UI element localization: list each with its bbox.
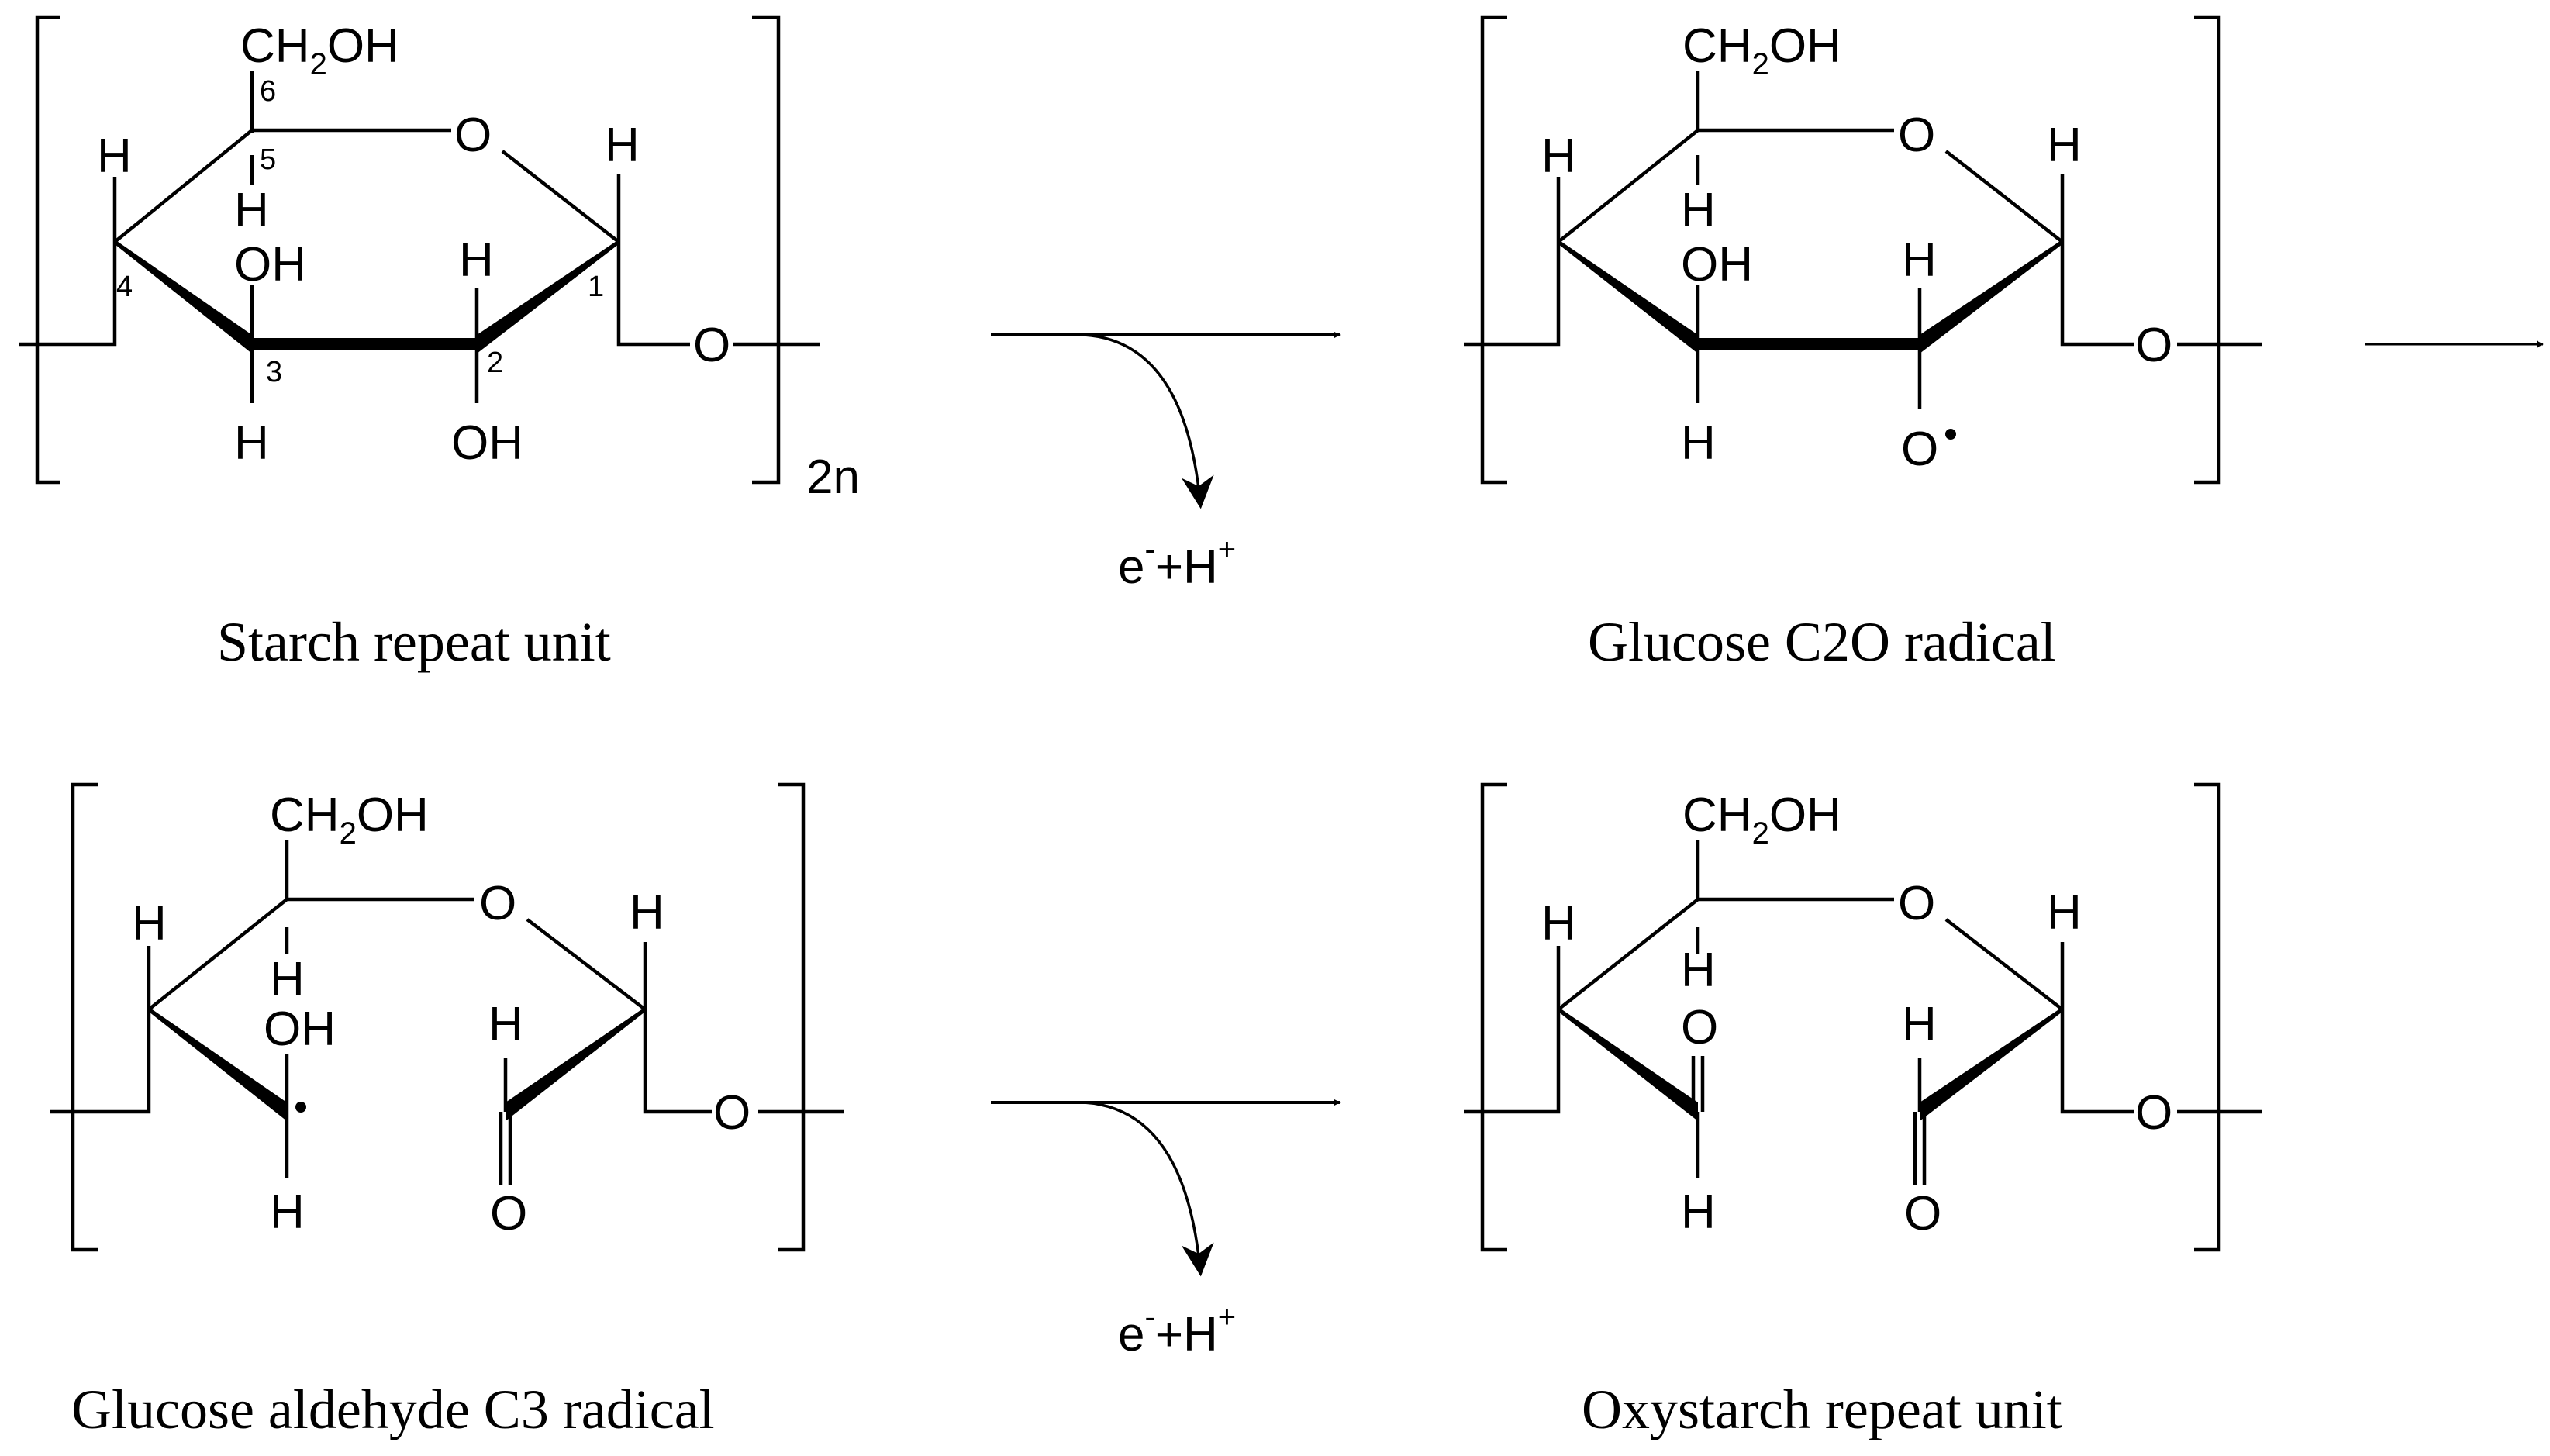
- bond-line: [50, 1009, 151, 1114]
- position-6: 6: [260, 75, 276, 108]
- repeat-index: 2n: [806, 450, 860, 504]
- bond-line: [1480, 15, 1507, 485]
- bond-line: [19, 242, 117, 347]
- hydroxymethyl-group-label: CH2OH: [1682, 19, 1841, 81]
- oxystarch-repeat-unit: CH2OH O H H H O H H O O: [1464, 782, 2262, 1252]
- byproduct-label-2: e-+H+: [1118, 1300, 1236, 1361]
- bond-line: [71, 782, 98, 1252]
- hydrogen-atom-label: H: [270, 1185, 305, 1239]
- hydroxyl-group-label: OH: [451, 416, 523, 470]
- radical-dot-o2: [1945, 429, 1956, 440]
- bond-line: [1920, 240, 2062, 354]
- bond-line: [1558, 1007, 1698, 1121]
- bond-line: [1480, 782, 1507, 1252]
- oxygen-atom-label: O: [1901, 423, 1938, 476]
- position-3: 3: [266, 356, 282, 388]
- oxygen-atom-label: O: [1904, 1187, 1941, 1240]
- position-1: 1: [588, 271, 604, 303]
- hydrogen-atom-label: H: [1681, 184, 1716, 237]
- wedge-c2-c1: [477, 240, 619, 354]
- caption-starch-repeat-unit: Starch repeat unit: [217, 611, 611, 673]
- bond-line: [643, 1009, 712, 1114]
- position-4: 4: [116, 271, 133, 303]
- bond-line: [1083, 1101, 1214, 1277]
- hydrogen-atom-label: H: [1681, 1185, 1716, 1239]
- oxygen-atom-label: O: [490, 1187, 527, 1240]
- caption-glucose-c2o-radical: Glucose C2O radical: [1588, 611, 2056, 673]
- right-bracket: [752, 15, 781, 485]
- byproduct-label-1: e-+H+: [1118, 533, 1236, 594]
- hydrogen-atom-label: H: [270, 953, 305, 1006]
- oxygen-atom-label: O: [693, 319, 730, 372]
- radical-dot-c3: [295, 1102, 306, 1113]
- hydroxymethyl-group-label: CH2OH: [270, 788, 429, 850]
- caption-oxystarch-repeat-unit: Oxystarch repeat unit: [1582, 1378, 2062, 1440]
- oxygen-atom-label: O: [1898, 877, 1935, 930]
- hydrogen-atom-label: H: [132, 897, 167, 951]
- hydrogen-atom-label: H: [1681, 944, 1716, 997]
- position-5: 5: [260, 143, 276, 176]
- hydroxymethyl-group-label: CH2OH: [240, 19, 399, 81]
- hydrogen-atom-label: H: [630, 886, 664, 940]
- bond-line: [778, 782, 806, 1252]
- bond-line: [2060, 242, 2134, 347]
- hydrogen-atom-label: H: [605, 119, 640, 172]
- bond-line: [1083, 333, 1214, 509]
- bond-line: [1557, 898, 1699, 1011]
- hydroxyl-group-label: OH: [1681, 238, 1753, 292]
- oxygen-atom-label: O: [2135, 319, 2172, 372]
- bond-line: [506, 1007, 645, 1121]
- reaction-arrow-2: e-+H+: [991, 1099, 1341, 1361]
- left-bracket: [35, 15, 60, 485]
- hydrogen-atom-label: H: [234, 184, 269, 237]
- bond-line: [2060, 1009, 2134, 1114]
- oxygen-atom-label: O: [2135, 1086, 2172, 1140]
- hydrogen-atom-label: H: [488, 998, 523, 1051]
- bond-line: [501, 150, 620, 243]
- hydrogen-atom-label: H: [1902, 998, 1937, 1051]
- hydroxyl-group-label: OH: [264, 1002, 336, 1056]
- bond-line: [149, 1007, 287, 1121]
- wedge-c4-c3: [115, 240, 252, 354]
- bond-line: [147, 898, 288, 1011]
- caption-glucose-aldehyde-c3-radical: Glucose aldehyde C3 radical: [71, 1378, 715, 1440]
- bond-line: [1464, 1009, 1561, 1114]
- bond-line: [2194, 15, 2221, 485]
- oxygen-atom-label: O: [479, 877, 516, 930]
- oxygen-atom-label: O: [1681, 1001, 1718, 1054]
- glucose-aldehyde-c3-radical: CH2OH O H H H OH H H O O: [50, 782, 844, 1252]
- reaction-arrow-1: e-+H+: [991, 331, 1341, 594]
- bond-line: [1557, 129, 1699, 243]
- bond-line: [1558, 240, 1698, 354]
- hydrogen-atom-label: H: [1902, 233, 1937, 287]
- bond-line: [1464, 242, 1561, 347]
- hydrogen-atom-label: H: [97, 129, 132, 183]
- position-2: 2: [487, 347, 503, 379]
- hydrogen-atom-label: H: [2047, 886, 2082, 940]
- bond-line: [2194, 782, 2221, 1252]
- hydroxyl-group-label: OH: [234, 238, 306, 292]
- hydrogen-atom-label: H: [459, 233, 494, 287]
- bond-line: [1944, 918, 2064, 1011]
- bond-line: [1920, 1007, 2062, 1121]
- starch-repeat-unit: CH2OH O H H H OH H H OH O 6 5 4 3 2 1 2n: [19, 15, 860, 504]
- hydroxymethyl-group-label: CH2OH: [1682, 788, 1841, 850]
- bond-line: [113, 129, 254, 243]
- hydrogen-atom-label: H: [1681, 416, 1716, 470]
- oxygen-atom-label: O: [713, 1086, 751, 1140]
- bond-line: [526, 918, 647, 1011]
- bond-line: [1944, 150, 2064, 243]
- hydrogen-atom-label: H: [1541, 897, 1576, 951]
- bond-line: [616, 242, 690, 347]
- oxygen-atom-label: O: [454, 109, 492, 162]
- hydrogen-atom-label: H: [234, 416, 269, 470]
- glucose-c2o-radical: CH2OH O H H H OH H H O O: [1464, 15, 2262, 485]
- hydrogen-atom-label: H: [2047, 119, 2082, 172]
- oxygen-atom-label: O: [1898, 109, 1935, 162]
- hydrogen-atom-label: H: [1541, 129, 1576, 183]
